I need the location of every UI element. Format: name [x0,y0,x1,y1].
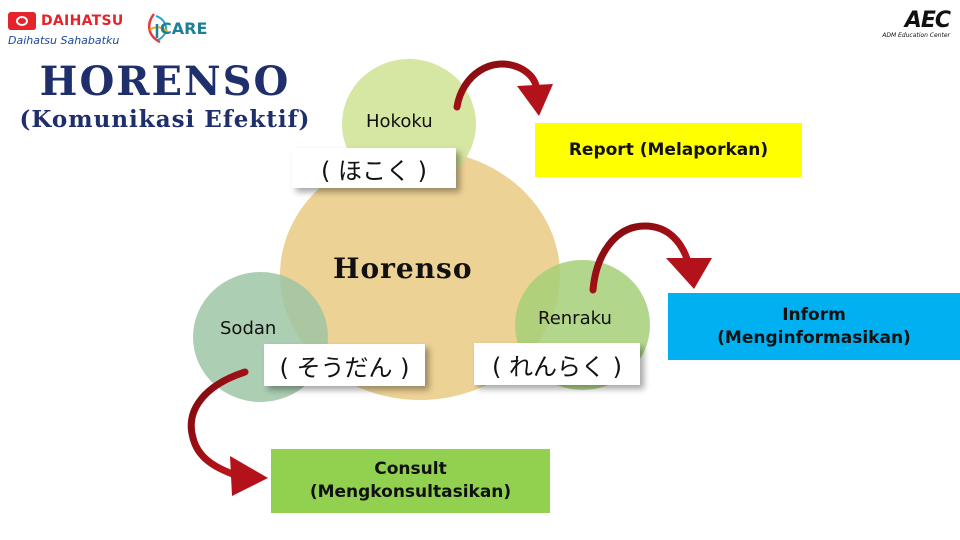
icare-text: CARE [160,19,208,38]
consult-title: Consult [374,459,447,479]
aec-text: AEC [904,8,951,33]
renraku-label: Renraku [538,308,612,329]
icare-logo: CARE [140,10,230,46]
inform-box: Inform (Menginformasikan) [668,293,960,360]
sodan-label: Sodan [220,318,277,339]
daihatsu-logo: DAIHATSU Daihatsu Sahabatku [8,12,123,50]
hokoku-kana-box: ( ほこく ) [292,148,456,188]
renraku-kana-box: ( れんらく ) [474,343,640,385]
consult-box: Consult (Mengkonsultasikan) [271,449,550,513]
consult-subtitle: (Mengkonsultasikan) [309,482,512,502]
aec-subtext: ADM Education Center [882,32,950,39]
icare-swirl-icon [147,13,169,44]
page-title: HORENSO [39,58,291,105]
daihatsu-name: DAIHATSU [41,13,124,29]
page-subtitle: (Komunikasi Efektif) [19,106,311,133]
report-text: Report (Melaporkan) [568,139,769,160]
report-box: Report (Melaporkan) [535,123,802,177]
daihatsu-tagline: Daihatsu Sahabatku [8,34,120,47]
daihatsu-mark-icon [8,12,36,30]
sodan-kana-box: ( そうだん ) [264,344,425,386]
center-label: Horenso [333,252,473,285]
inform-title: Inform [782,304,846,325]
hokoku-label: Hokoku [366,111,433,132]
aec-logo: AEC ADM Education Center [860,8,951,40]
inform-subtitle: (Menginformasikan) [717,327,911,348]
